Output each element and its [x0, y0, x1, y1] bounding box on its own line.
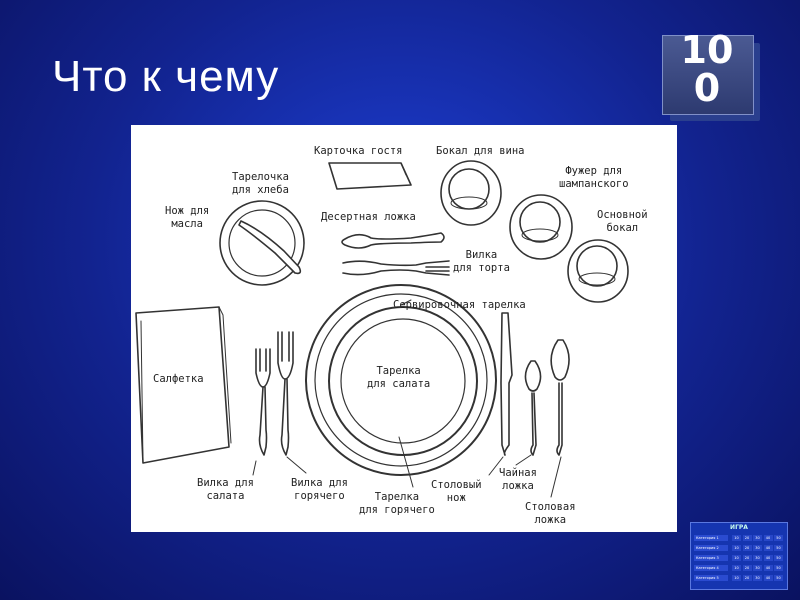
thumbnail-cell: 10 — [732, 535, 741, 541]
thumbnail-cell: 30 — [753, 565, 762, 571]
label-main-fork: Вилка для горячего — [291, 477, 348, 502]
main-fork-shape — [277, 331, 294, 456]
thumbnail-cell: 20 — [742, 575, 752, 581]
label-salad-plate: Тарелка для салата — [367, 365, 431, 390]
salad-plate-shape — [328, 306, 478, 456]
main-glass-shape — [567, 239, 629, 303]
table-setting-diagram: Карточка гостя Бокал для вина Фужер для … — [131, 125, 677, 532]
thumbnail-cell: 10 — [732, 555, 741, 561]
thumbnail-category: Категория 2 — [694, 545, 728, 551]
thumbnail-cell: 40 — [763, 535, 773, 541]
label-service-plate: Сервировочная тарелка — [393, 299, 526, 311]
guest-card-shape — [328, 162, 412, 190]
cake-fork-shape — [342, 260, 450, 276]
wine-glass-shape — [440, 160, 502, 226]
thumbnail-cell: 20 — [742, 545, 752, 551]
label-salad-fork: Вилка для салата — [197, 477, 254, 502]
label-butter-knife: Нож для масла — [165, 205, 210, 230]
thumbnail-cell: 40 — [763, 545, 773, 551]
dessert-spoon-shape — [341, 232, 445, 249]
label-champagne-glass: Фужер для шампанского — [559, 165, 629, 190]
thumbnail-cell: 10 — [732, 545, 741, 551]
butter-knife-shape — [238, 220, 302, 275]
label-main-plate: Тарелка для горячего — [359, 491, 435, 516]
thumbnail-cell: 20 — [742, 535, 752, 541]
service-plate-shape — [305, 284, 497, 476]
table-spoon-shape — [550, 339, 570, 456]
label-wine-glass: Бокал для вина — [436, 145, 525, 157]
label-table-knife: Столовый нож — [431, 479, 482, 504]
points-badge[interactable]: 100 — [662, 31, 762, 121]
thumbnail-category: Категория 1 — [694, 535, 728, 541]
thumbnail-cell: 30 — [753, 555, 762, 561]
thumbnail-cell: 50 — [774, 565, 783, 571]
label-tea-spoon: Чайная ложка — [499, 467, 537, 492]
tea-spoon-shape — [524, 360, 542, 456]
thumbnail-title: ИГРА — [730, 524, 748, 531]
bread-plate-shape — [219, 200, 305, 286]
label-dessert-spoon: Десертная ложка — [321, 211, 416, 223]
table-knife-shape — [500, 312, 513, 456]
thumbnail-cell: 50 — [774, 535, 783, 541]
badge-face — [662, 35, 754, 115]
thumbnail-cell: 10 — [732, 575, 741, 581]
label-table-spoon: Столовая ложка — [525, 501, 576, 526]
thumbnail-cell: 50 — [774, 555, 783, 561]
thumbnail-cell: 40 — [763, 565, 773, 571]
thumbnail-category: Категория 5 — [694, 575, 728, 581]
badge-value: 100 — [680, 28, 734, 110]
thumbnail-cell: 30 — [753, 535, 762, 541]
thumbnail-cell: 30 — [753, 575, 762, 581]
thumbnail-category: Категория 4 — [694, 565, 728, 571]
thumbnail-cell: 40 — [763, 575, 773, 581]
label-cake-fork: Вилка для торта — [453, 249, 510, 274]
champagne-glass-shape — [509, 194, 573, 260]
label-guest-card: Карточка гостя — [314, 145, 403, 157]
label-napkin: Салфетка — [153, 373, 204, 385]
thumbnail-cell: 40 — [763, 555, 773, 561]
thumbnail-cell: 30 — [753, 545, 762, 551]
label-bread-plate: Тарелочка для хлеба — [232, 171, 289, 196]
salad-fork-shape — [255, 348, 271, 456]
slide-title: Что к чему — [52, 52, 280, 101]
thumbnail-cell: 10 — [732, 565, 741, 571]
thumbnail-cell: 20 — [742, 565, 752, 571]
napkin-shape — [135, 306, 230, 464]
thumbnail-category: Категория 3 — [694, 555, 728, 561]
thumbnail-cell: 50 — [774, 545, 783, 551]
thumbnail-cell: 20 — [742, 555, 752, 561]
label-main-glass: Основной бокал — [597, 209, 648, 234]
table-setting-drawing — [135, 160, 629, 498]
thumbnail-cell: 50 — [774, 575, 783, 581]
